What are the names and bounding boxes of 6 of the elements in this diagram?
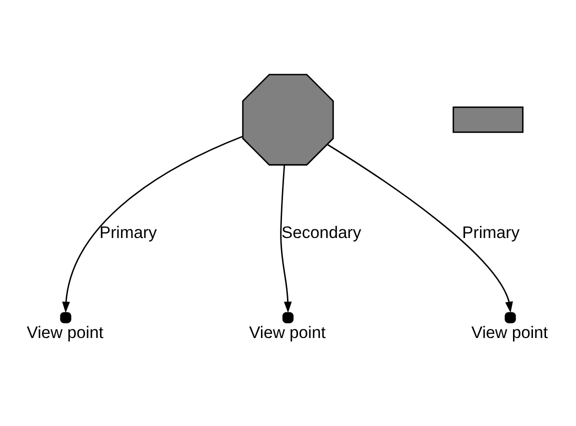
edge-label: Secondary	[282, 222, 362, 242]
node-label: View point	[471, 322, 548, 342]
node-label: View point	[26, 322, 104, 342]
node-label: View point	[249, 322, 326, 342]
edge-label: Primary	[462, 222, 520, 242]
edge-label: Primary	[100, 222, 157, 242]
